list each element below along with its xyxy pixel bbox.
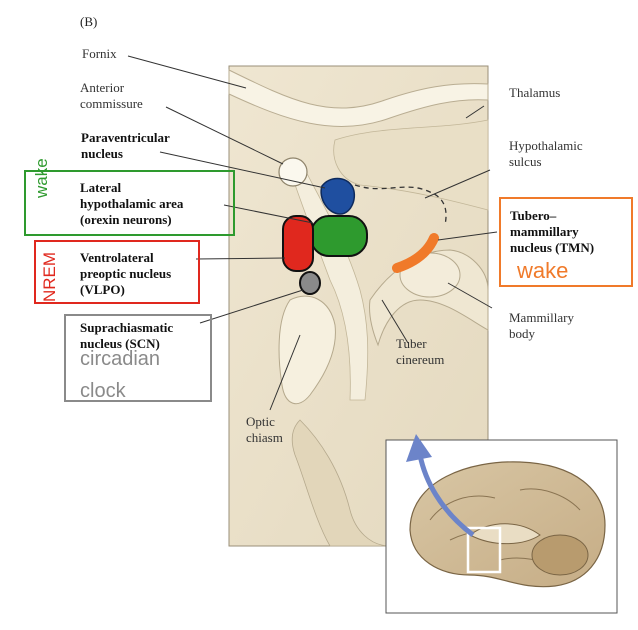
tmn-annotation-box bbox=[499, 197, 633, 287]
label-scn: Suprachiasmatic nucleus (SCN) bbox=[80, 320, 174, 351]
tmn-marker bbox=[392, 233, 439, 273]
inset-pointer-arrow bbox=[406, 434, 475, 537]
wake-tag-right: wake bbox=[517, 258, 569, 283]
wake-annotation-box-left bbox=[24, 170, 235, 236]
leader-lines bbox=[127, 55, 498, 411]
nrem-annotation-box bbox=[34, 240, 200, 304]
panel-label: (B) bbox=[80, 14, 98, 29]
circadian-annotation-box bbox=[64, 314, 212, 402]
scn-marker bbox=[299, 271, 321, 295]
label-tmn: Tubero– mammillary nucleus (TMN) bbox=[510, 208, 595, 255]
circadian-tag: circadian bbox=[80, 348, 161, 370]
label-hypothalamic-sulcus: Hypothalamic sulcus bbox=[509, 138, 583, 169]
label-thalamus: Thalamus bbox=[509, 85, 561, 100]
vlpo-marker bbox=[282, 215, 314, 272]
lateral-hypothalamic-marker bbox=[310, 215, 368, 257]
label-paraventricular-nucleus: Paraventricular nucleus bbox=[81, 130, 170, 161]
brain-section bbox=[228, 65, 489, 547]
nrem-tag: NREM bbox=[40, 251, 59, 302]
label-vlpo: Ventrolateral preoptic nucleus (VLPO) bbox=[80, 250, 172, 297]
label-fornix: Fornix bbox=[82, 46, 117, 61]
wake-tag-left: wake bbox=[32, 158, 51, 198]
label-tuber-cinereum: Tuber cinereum bbox=[396, 336, 445, 367]
label-optic-chiasm: Optic chiasm bbox=[246, 414, 283, 445]
clock-tag: clock bbox=[80, 380, 126, 402]
label-anterior-commissure: Anterior commissure bbox=[80, 80, 143, 111]
paraventricular-nucleus-marker bbox=[320, 177, 356, 215]
label-lateral-hypothalamic-area: Lateral hypothalamic area (orexin neuron… bbox=[80, 180, 184, 227]
label-mammillary-body: Mammillary body bbox=[509, 310, 574, 341]
